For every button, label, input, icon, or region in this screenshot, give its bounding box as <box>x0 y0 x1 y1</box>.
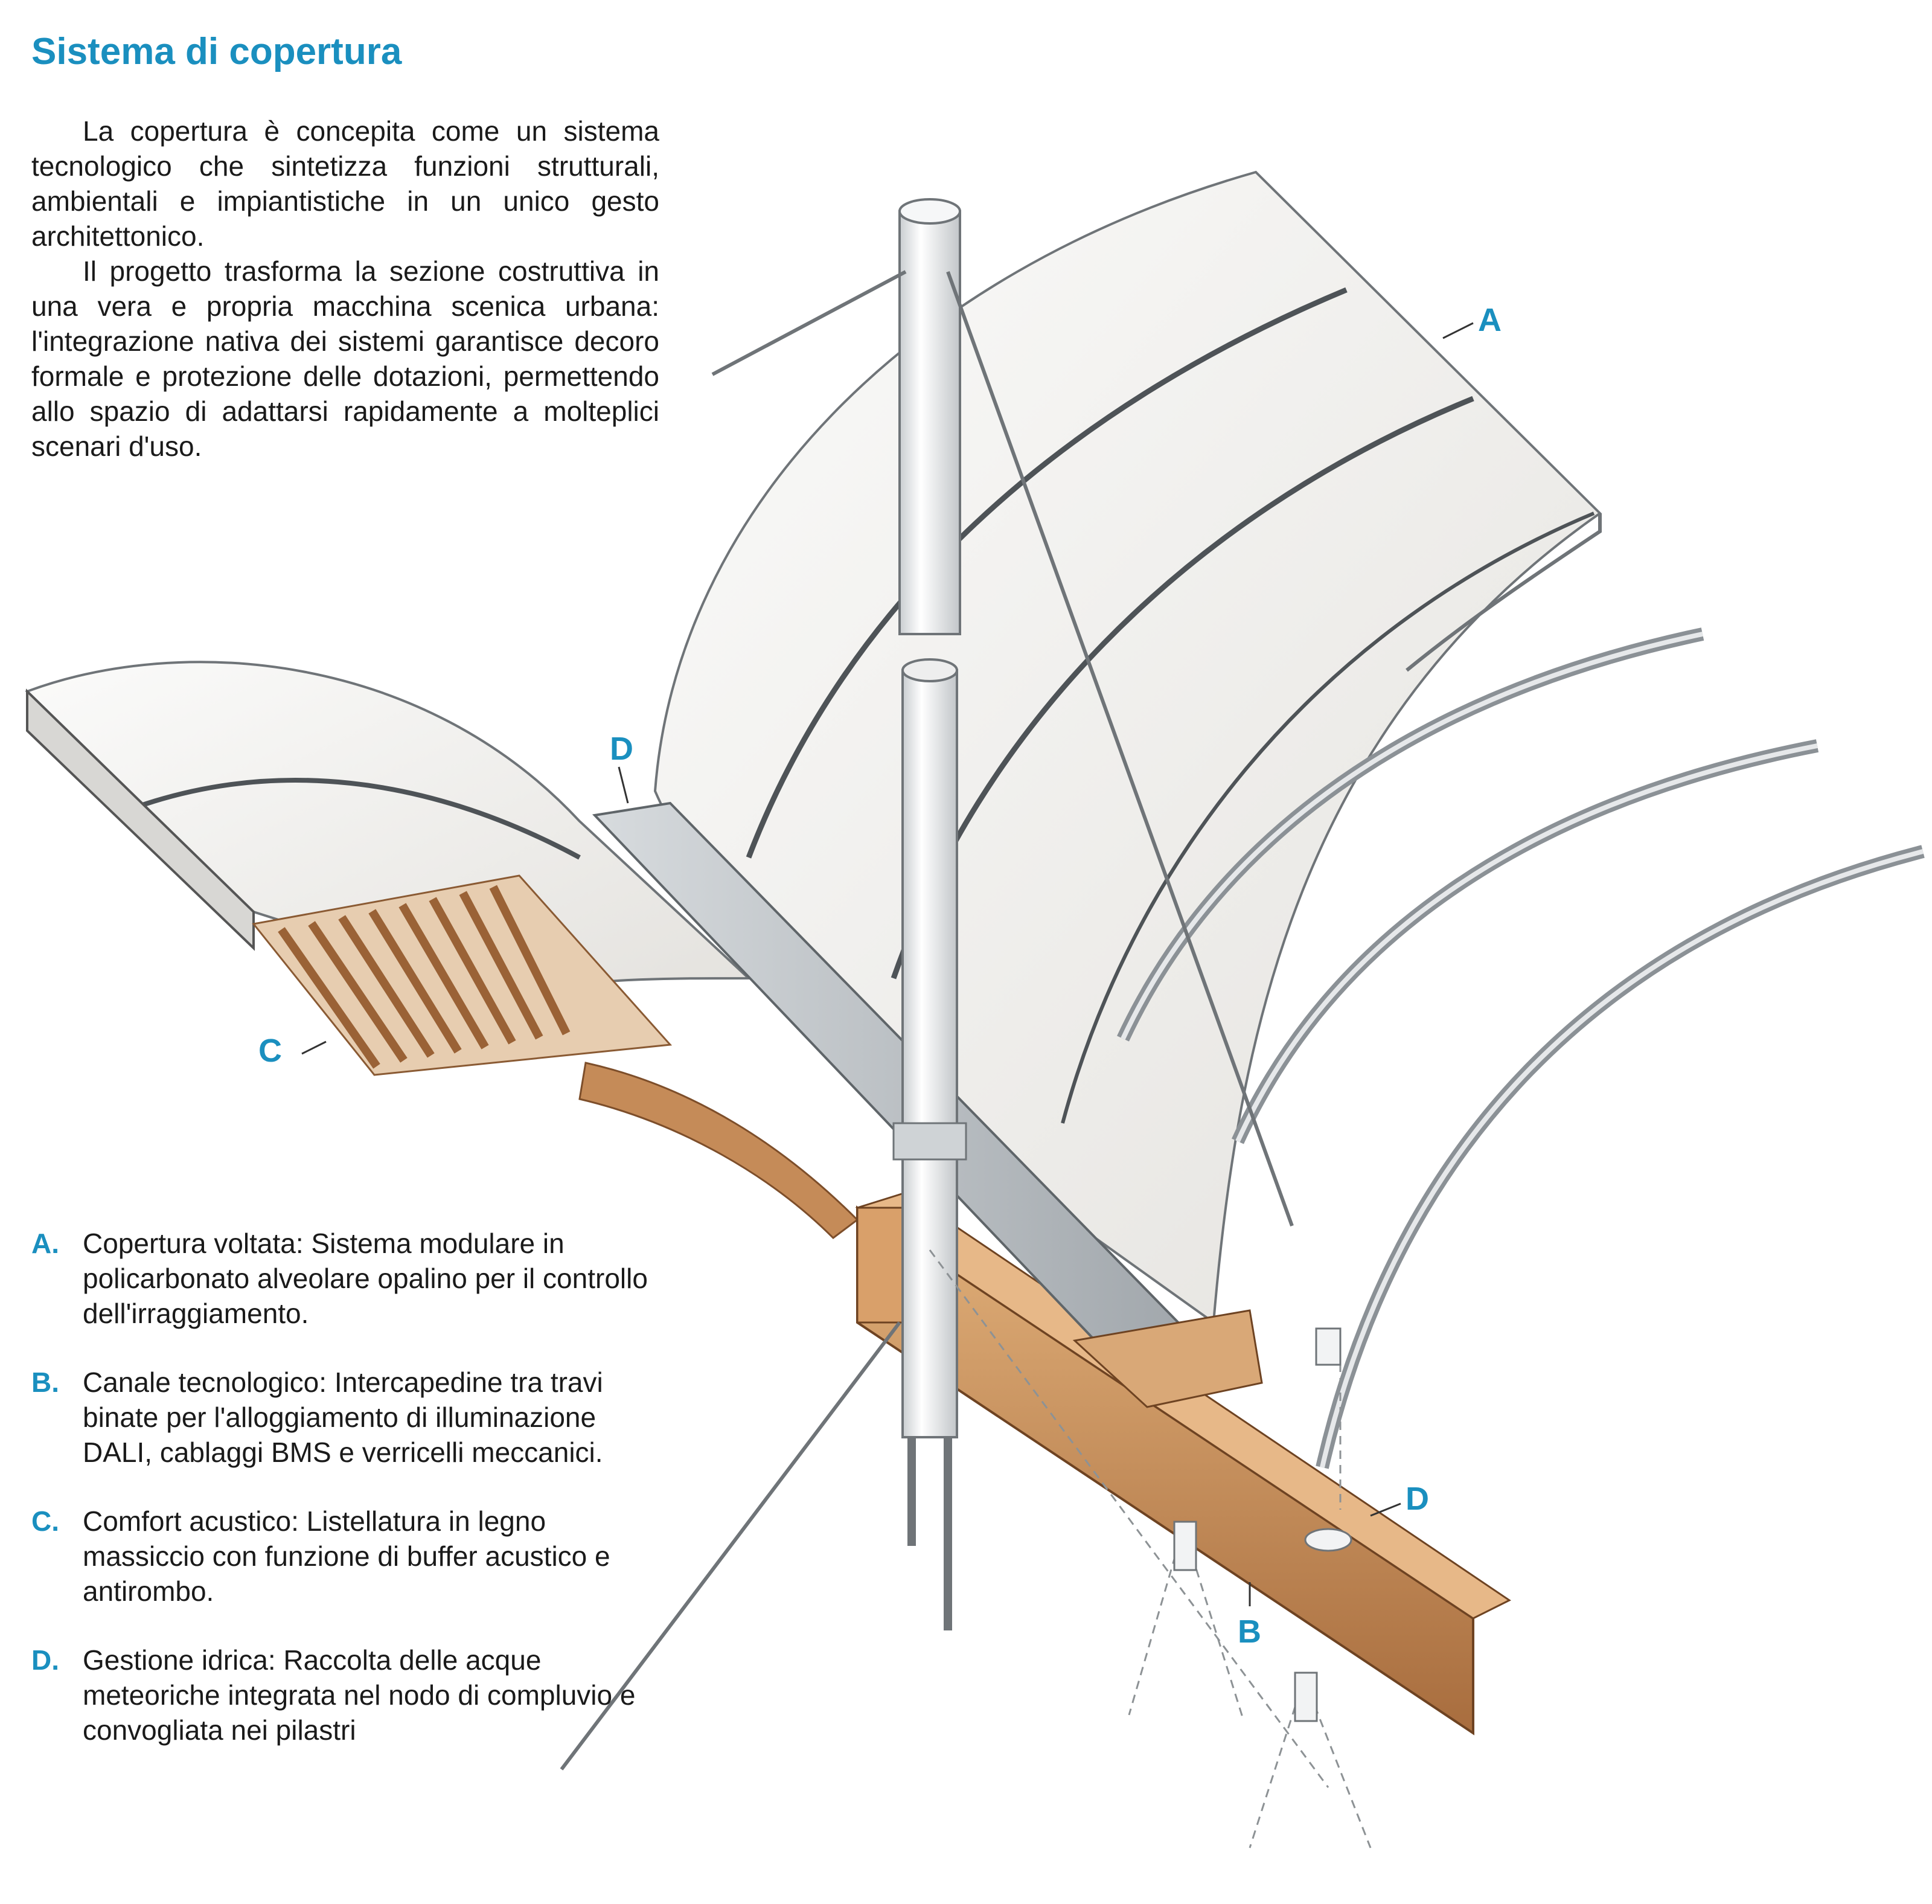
legend-letter: C. <box>31 1505 59 1537</box>
intro-paragraph: La copertura è concepita come un sistema… <box>31 115 659 252</box>
callout-d-top: D <box>610 731 633 767</box>
legend-item-d: D. Gestione idrica: Raccolta delle acque… <box>31 1643 671 1748</box>
glulam-beam <box>855 1191 1511 1736</box>
left-vault-roof <box>25 661 752 998</box>
legend-text: Copertura voltata: Sistema modulare in p… <box>83 1228 648 1329</box>
page-title: Sistema di copertura <box>31 31 402 72</box>
curved-steel-ribs <box>1117 627 1925 1469</box>
legend-text: Comfort acustico: Listellatura in legno … <box>83 1505 610 1607</box>
callout-c: C <box>258 1033 282 1069</box>
wood-acoustic-slats <box>252 874 859 1239</box>
downpipe-column <box>892 198 967 1630</box>
legend-letter: D. <box>31 1644 59 1676</box>
legend-letter: B. <box>31 1367 59 1398</box>
callout-leaders <box>301 322 1474 1606</box>
legend: A. Copertura voltata: Sistema modulare i… <box>31 1226 671 1781</box>
drain-cylinders <box>1173 1327 1352 1722</box>
legend-item-c: C. Comfort acustico: Listellatura in leg… <box>31 1504 671 1609</box>
callout-a: A <box>1478 302 1502 338</box>
legend-item-a: A. Copertura voltata: Sistema modulare i… <box>31 1226 671 1331</box>
intro-text: La copertura è concepita come un sistema… <box>31 114 659 464</box>
tension-cables <box>560 270 1294 1771</box>
callout-d-right: D <box>1406 1481 1429 1517</box>
legend-text: Canale tecnologico: Intercapedine tra tr… <box>83 1367 603 1468</box>
intro-paragraph: Il progetto trasforma la sezione costrut… <box>31 255 659 462</box>
legend-text: Gestione idrica: Raccolta delle acque me… <box>83 1644 636 1746</box>
legend-letter: A. <box>31 1228 59 1259</box>
legend-item-b: B. Canale tecnologico: Intercapedine tra… <box>31 1365 671 1470</box>
callout-b: B <box>1238 1614 1261 1650</box>
